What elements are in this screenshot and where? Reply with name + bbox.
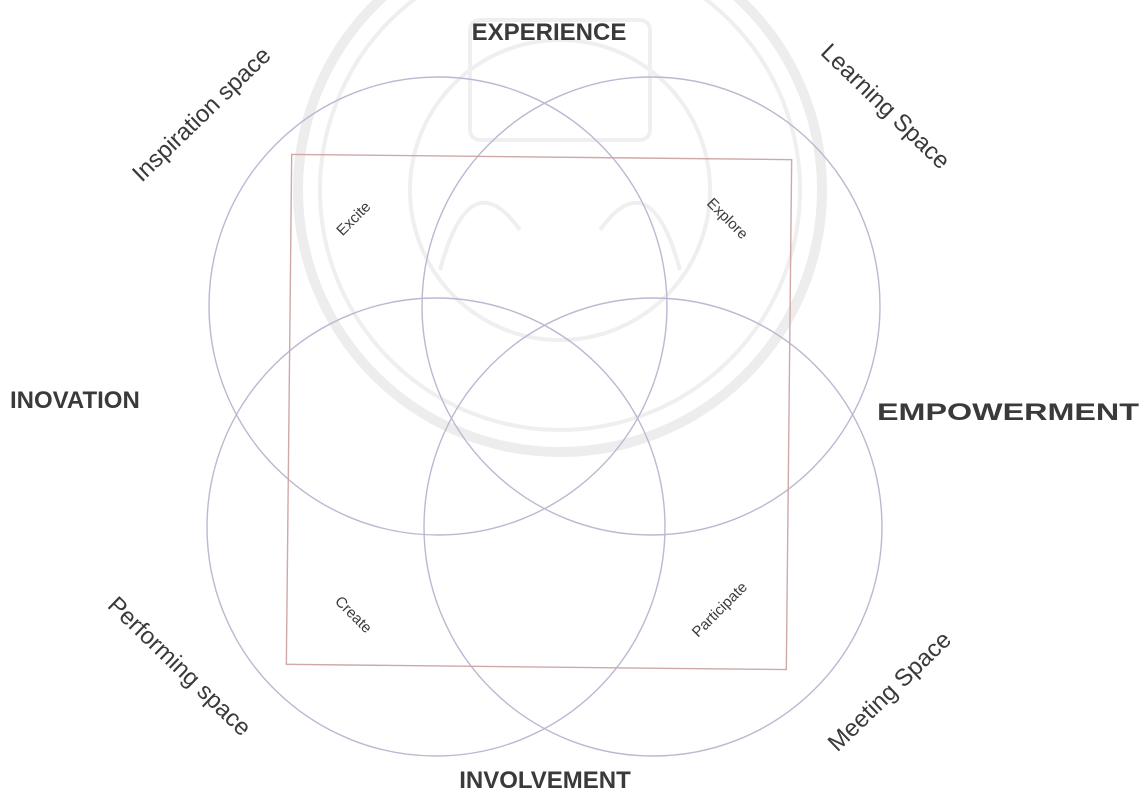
circle-bottom-left [206,297,666,757]
label-involvement: INVOLVEMENT [459,767,631,792]
label-inspiration-space: Inspiration space [127,42,276,187]
label-experience: EXPERIENCE [472,19,627,46]
inner-frame [285,153,793,671]
label-learning-space: Learning Space [815,38,955,174]
circle-bottom-right [423,297,883,757]
label-create: Create [331,593,375,637]
circle-top-right [421,76,881,536]
watermark-seal [293,0,827,457]
label-excite: Excite [333,198,374,239]
label-meeting-space: Meeting Space [823,626,957,757]
circle-top-left [208,76,668,536]
label-performing-space: Performing space [102,592,256,742]
label-inovation: INOVATION [10,387,140,414]
label-explore: Explore [703,195,751,243]
label-empowerment: EMPOWERMENT [877,399,1139,426]
label-participate: Participate [689,579,751,641]
